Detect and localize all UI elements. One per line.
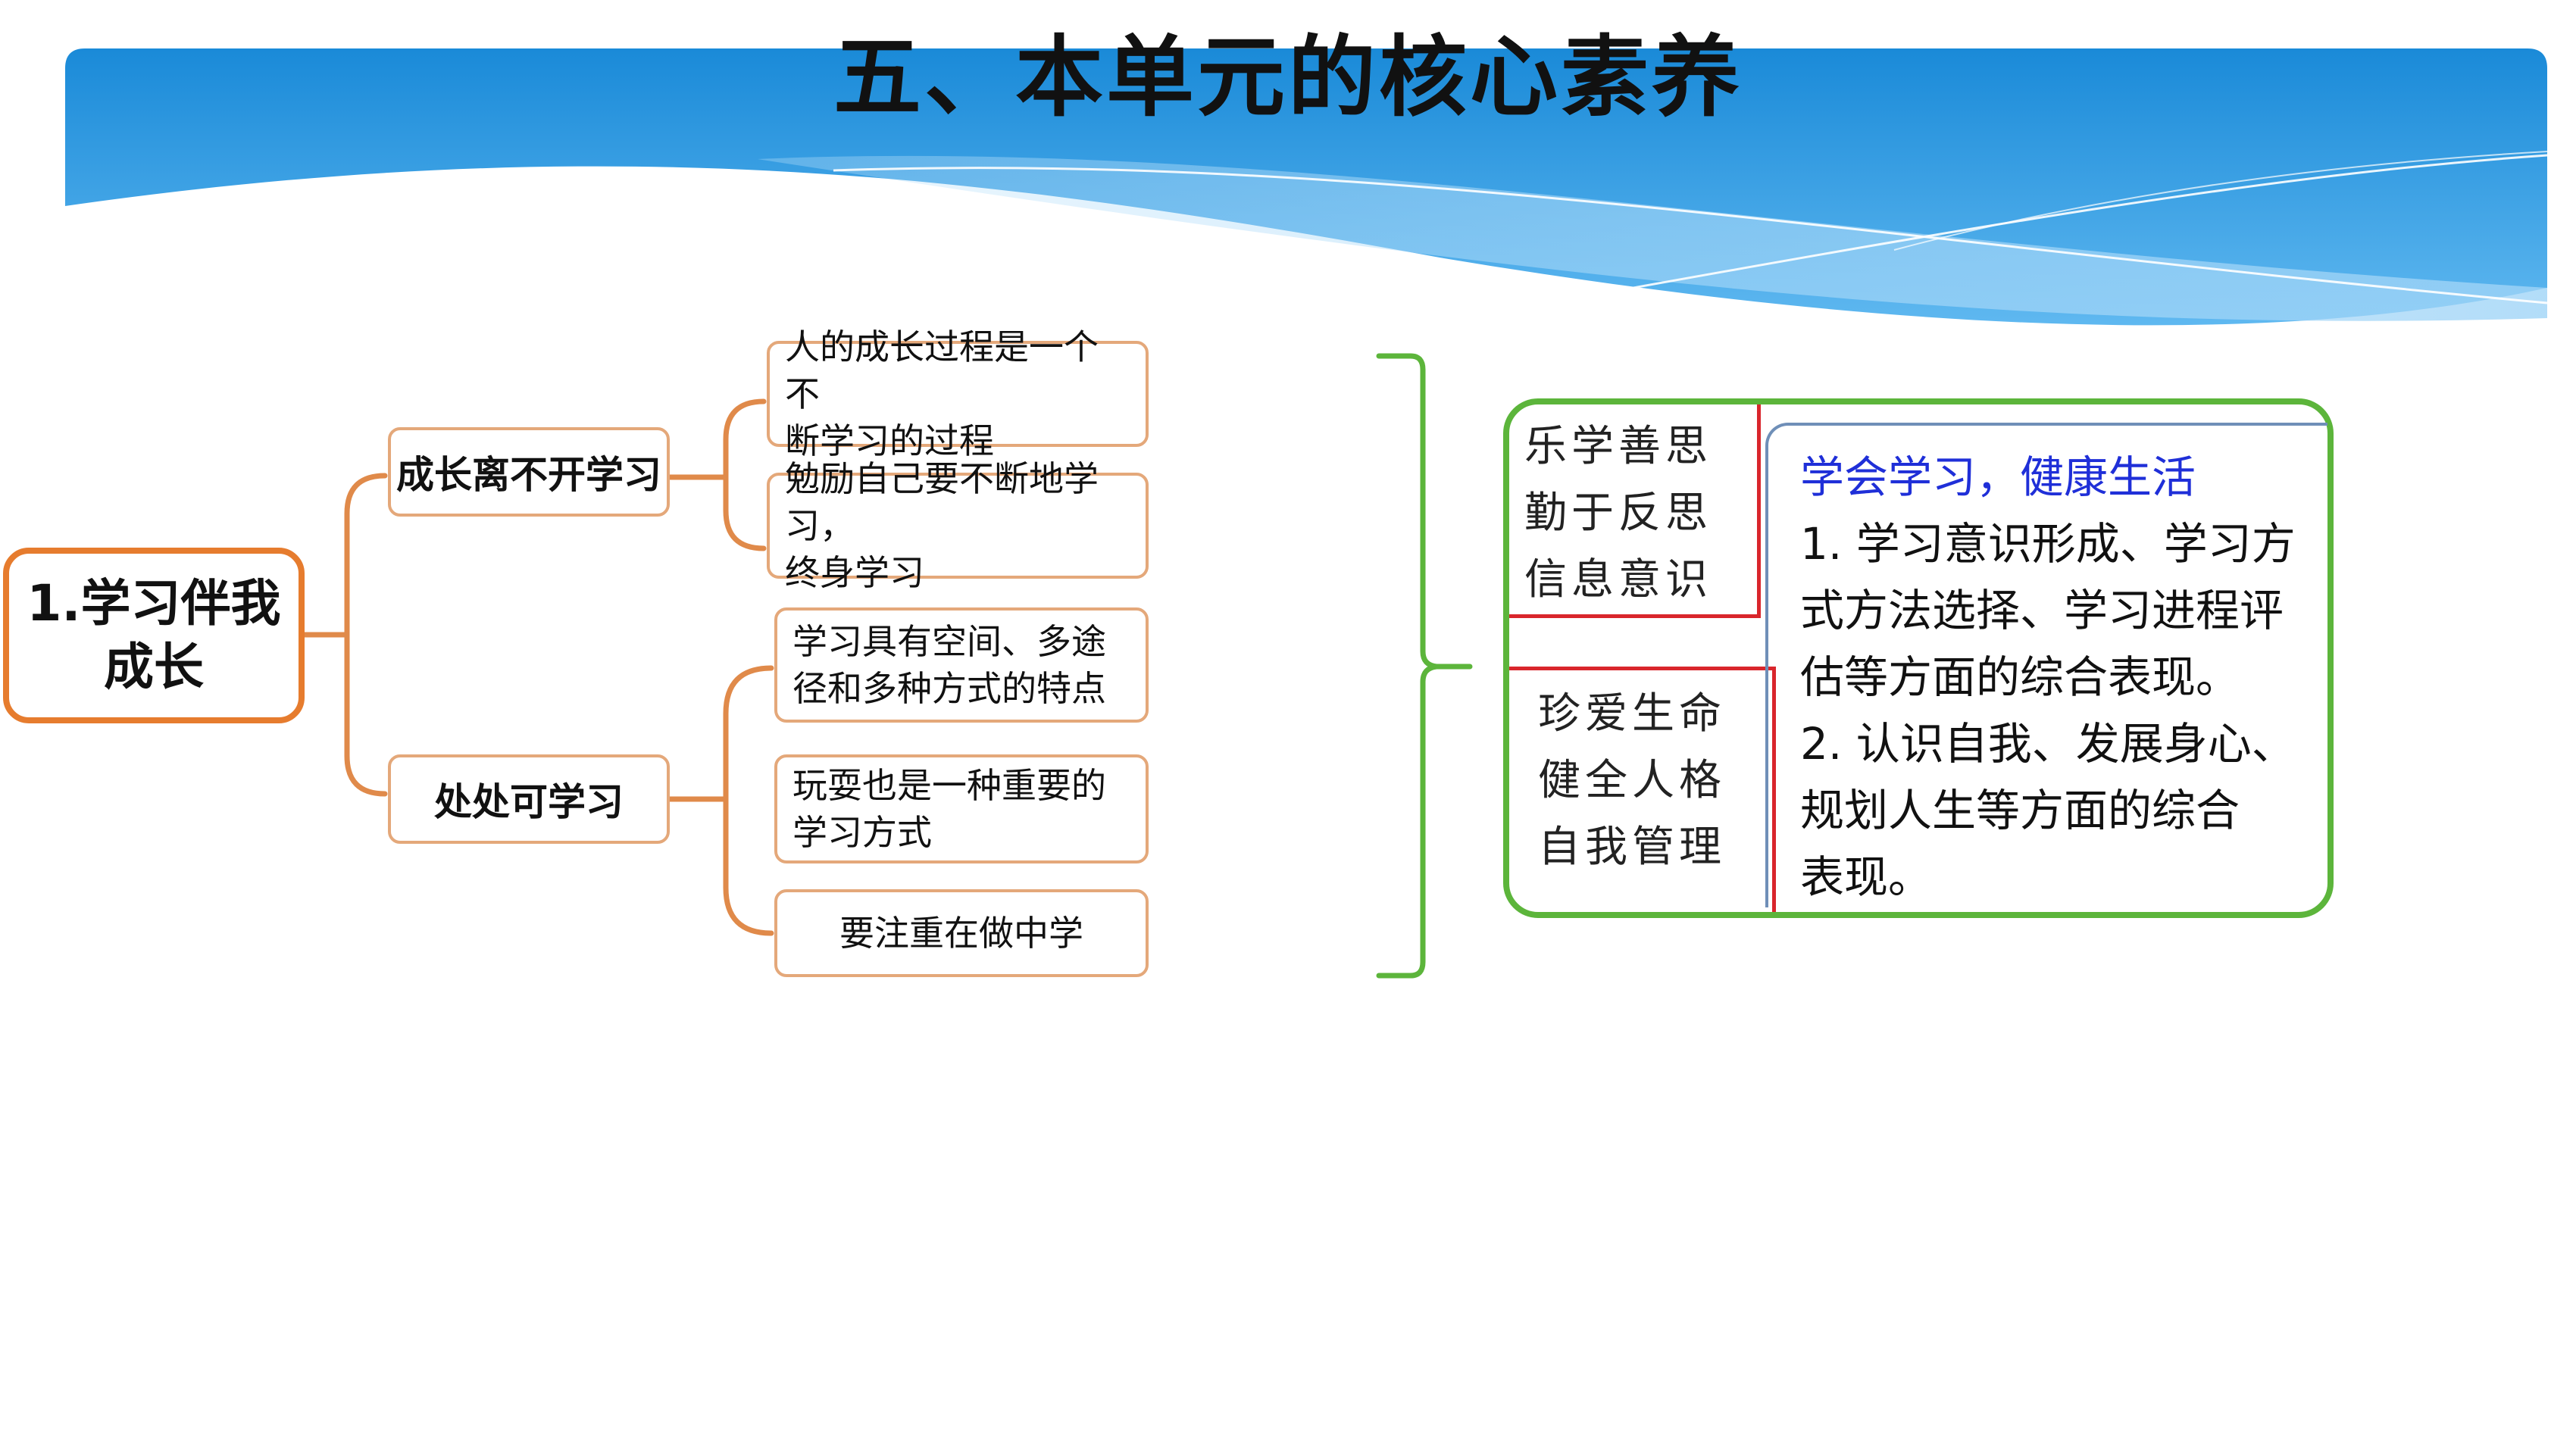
leaf-line: 径和多种方式的特点	[792, 668, 1106, 709]
leaf-bracket-1	[723, 398, 767, 551]
leaf-line: 勉励自己要不断地学习，	[785, 458, 1099, 546]
competency-heading: 学会学习，健康生活	[1800, 451, 2196, 503]
competency-item: 乐学善思	[1524, 422, 1712, 471]
leaf-node: 勉励自己要不断地学习， 终身学习	[767, 458, 1149, 593]
competency-item: 珍爱生命	[1538, 689, 1726, 739]
leaf-node: 玩耍也是一种重要的 学习方式	[774, 754, 1149, 863]
competency-group-health: 珍爱生命 健全人格 自我管理	[1509, 667, 1776, 912]
page-title: 五、本单元的核心素养	[833, 27, 1743, 129]
root-line-1: 1.学习伴我	[27, 574, 281, 632]
root-node: 1.学习伴我 成长	[3, 548, 305, 723]
branch-node-learning-growth: 成长离不开学习	[388, 427, 670, 517]
description-line: 规划人生等方面的综合	[1800, 785, 2240, 836]
competency-group-learning: 乐学善思 勤于反思 信息意识	[1509, 404, 1761, 618]
branch-node-learn-everywhere: 处处可学习	[388, 754, 670, 844]
green-brace	[1376, 353, 1473, 979]
leaf-line: 人的成长过程是一个不	[785, 326, 1099, 414]
competency-item: 自我管理	[1538, 823, 1726, 872]
competency-item: 健全人格	[1538, 756, 1726, 805]
competency-description: 学会学习，健康生活 1. 学习意识形成、学习方 式方法选择、学习进程评 估等方面…	[1765, 423, 2327, 907]
branch-bracket-1	[344, 473, 388, 797]
leaf-line: 断学习的过程	[785, 420, 994, 461]
leaf-line: 学习具有空间、多途	[792, 621, 1106, 662]
leaf-node: 人的成长过程是一个不 断学习的过程	[767, 326, 1149, 461]
competency-item: 信息意识	[1524, 555, 1712, 604]
leaf-node: 要注重在做中学	[774, 889, 1149, 977]
leaf-node: 学习具有空间、多途 径和多种方式的特点	[774, 607, 1149, 723]
description-line: 2. 认识自我、发展身心、	[1800, 718, 2296, 770]
competency-panel	[1503, 398, 2334, 918]
leaf-line: 终身学习	[785, 552, 924, 593]
description-line: 表现。	[1800, 851, 1933, 903]
competency-item: 勤于反思	[1524, 489, 1712, 538]
leaf-line: 学习方式	[792, 812, 932, 853]
header-wave-banner	[65, 48, 2548, 326]
leaf-line: 要注重在做中学	[839, 913, 1083, 954]
branch-label: 处处可学习	[434, 780, 624, 824]
leaf-line: 玩耍也是一种重要的	[792, 765, 1106, 806]
leaf-bracket-2	[723, 665, 774, 936]
root-line-2: 成长	[104, 638, 204, 696]
description-line: 1. 学习意识形成、学习方	[1800, 518, 2296, 570]
description-line: 式方法选择、学习进程评	[1800, 585, 2284, 636]
branch-label: 成长离不开学习	[396, 453, 661, 497]
description-line: 估等方面的综合表现。	[1800, 651, 2240, 703]
